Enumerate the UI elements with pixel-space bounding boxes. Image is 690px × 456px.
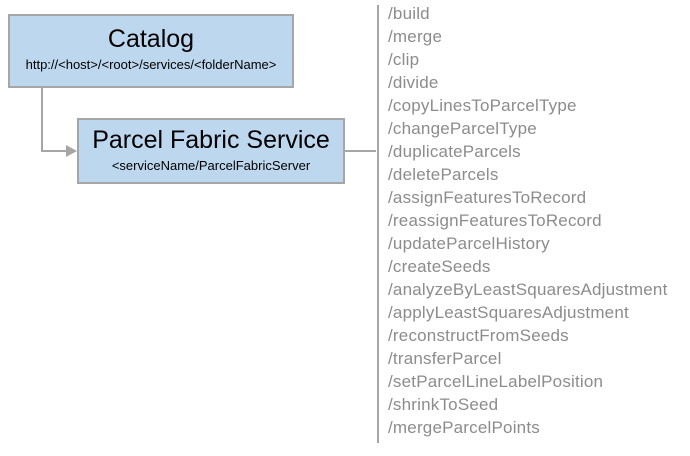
endpoint-item: /clip <box>388 50 420 69</box>
connector-arrowhead-icon <box>66 145 77 157</box>
endpoint-item: /changeParcelType <box>388 119 537 138</box>
catalog-node-title: Catalog <box>107 25 195 53</box>
connector-vertical-segment <box>41 88 43 151</box>
endpoint-item: /build <box>388 4 430 23</box>
endpoint-item: /analyzeByLeastSquaresAdjustment <box>388 280 668 299</box>
endpoint-item: /merge <box>388 27 443 46</box>
endpoint-item: /createSeeds <box>388 257 491 276</box>
endpoint-item: /shrinkToSeed <box>388 395 499 414</box>
endpoint-item: /mergeParcelPoints <box>388 418 540 437</box>
endpoint-item: /copyLinesToParcelType <box>388 96 577 115</box>
endpoint-item: /reassignFeaturesToRecord <box>388 211 602 230</box>
endpoint-item: /setParcelLineLabelPosition <box>388 372 604 391</box>
catalog-node-url-pattern: http://<host>/<root>/services/<folderNam… <box>25 57 277 72</box>
endpoint-item: /assignFeaturesToRecord <box>388 188 587 207</box>
catalog-node: Catalog http://<host>/<root>/services/<f… <box>8 14 294 88</box>
endpoint-item: /divide <box>388 73 439 92</box>
parcel-fabric-service-node: Parcel Fabric Service <serviceName/Parce… <box>77 118 345 184</box>
endpoint-item: /reconstructFromSeeds <box>388 326 569 345</box>
endpoint-item: /deleteParcels <box>388 165 499 184</box>
service-to-endpoints-connector <box>345 150 376 152</box>
endpoint-list-divider-line <box>377 5 379 443</box>
endpoint-item: /applyLeastSquaresAdjustment <box>388 303 629 322</box>
endpoint-item: /updateParcelHistory <box>388 234 550 253</box>
parcel-fabric-service-node-url-pattern: <serviceName/ParcelFabricServer <box>111 158 311 173</box>
connector-horizontal-segment <box>41 150 67 152</box>
parcel-fabric-service-node-title: Parcel Fabric Service <box>92 126 330 154</box>
endpoint-item: /duplicateParcels <box>388 142 521 161</box>
endpoint-list: /build/merge/clip/divide/copyLinesToParc… <box>388 2 668 439</box>
endpoint-item: /transferParcel <box>388 349 502 368</box>
